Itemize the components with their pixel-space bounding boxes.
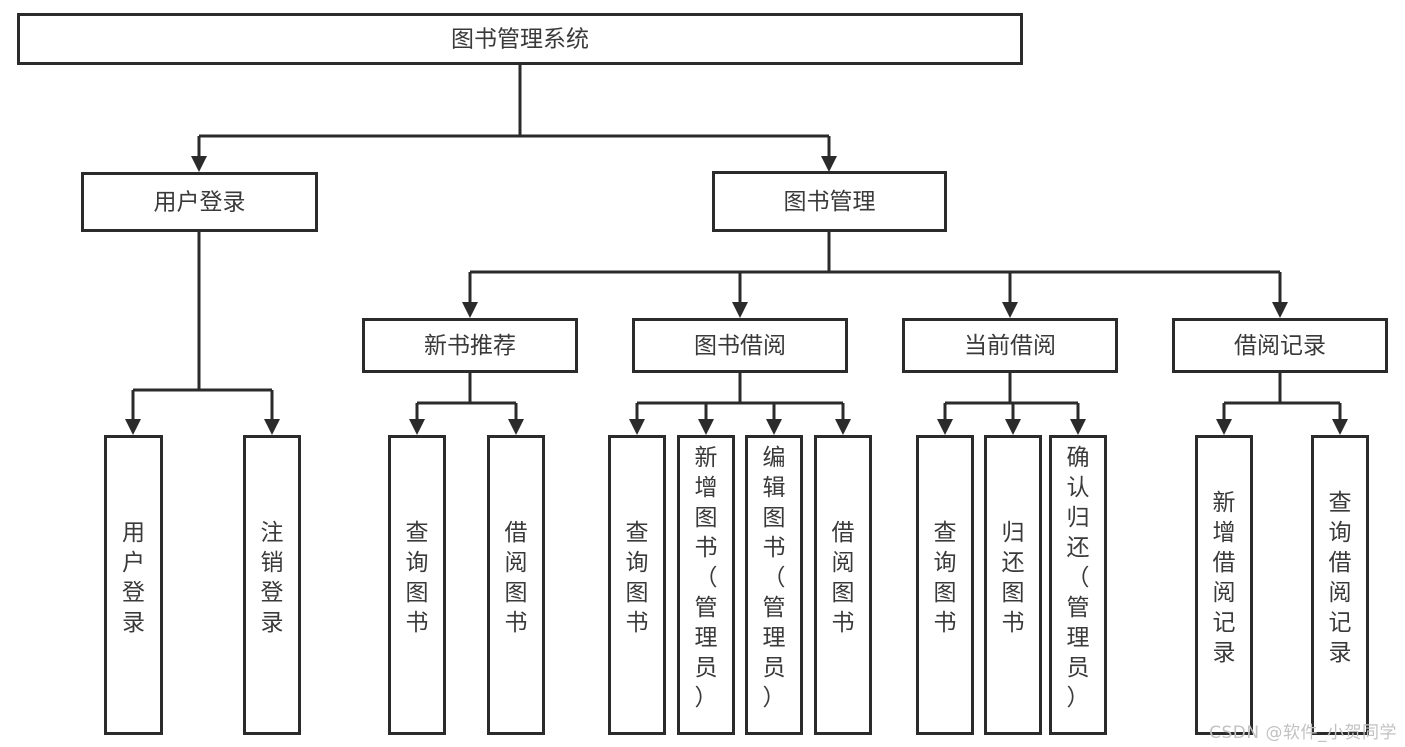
node-label-leaf-borrow-book-bb: 借阅图书 <box>832 520 855 636</box>
node-box-leaf-query-book-bb <box>608 435 666 735</box>
node-box-user-login <box>81 172 318 232</box>
node-leaf-query-borrow-record[interactable]: 查询借阅记录 <box>1311 435 1369 735</box>
node-box-root <box>17 13 1023 65</box>
node-borrow-record[interactable]: 借阅记录 <box>1172 318 1388 373</box>
node-label-book-borrow: 图书借阅 <box>694 333 786 359</box>
node-leaf-query-book-nbr[interactable]: 查询图书 <box>388 435 446 735</box>
node-leaf-edit-book-admin[interactable]: 编辑图书（管理员） <box>745 435 803 735</box>
node-leaf-return-book[interactable]: 归还图书 <box>984 435 1042 735</box>
arrow-head-cb_to_leaves-2 <box>1070 419 1086 435</box>
node-leaf-query-book-cb[interactable]: 查询图书 <box>916 435 974 735</box>
node-box-leaf-edit-book-admin <box>745 435 803 735</box>
node-root[interactable]: 图书管理系统 <box>17 13 1023 65</box>
node-box-leaf-borrow-book-nbr <box>487 435 545 735</box>
node-label-new-book-recommend: 新书推荐 <box>424 333 516 359</box>
arrow-head-nbr_to_leaves-1 <box>508 419 524 435</box>
node-box-book-borrow <box>632 318 848 373</box>
connector-layer <box>125 65 1348 435</box>
node-box-leaf-add-borrow-record <box>1195 435 1253 735</box>
node-box-leaf-add-book-admin <box>677 435 735 735</box>
arrow-head-br_to_leaves-0 <box>1216 419 1232 435</box>
arrow-head-book_mgmt_to_level3-3 <box>1272 302 1288 318</box>
node-label-root: 图书管理系统 <box>451 27 589 53</box>
node-label-leaf-borrow-book-nbr: 借阅图书 <box>505 520 528 636</box>
node-box-leaf-query-book-nbr <box>388 435 446 735</box>
arrow-head-br_to_leaves-1 <box>1332 419 1348 435</box>
node-box-book-management <box>712 171 947 232</box>
arrow-head-cb_to_leaves-0 <box>937 419 953 435</box>
node-label-leaf-return-book: 归还图书 <box>1002 520 1025 636</box>
node-box-leaf-query-borrow-record <box>1311 435 1369 735</box>
node-box-borrow-record <box>1172 318 1388 373</box>
node-box-new-book-recommend <box>362 318 578 373</box>
node-label-leaf-user-login: 用户登录 <box>122 520 145 636</box>
arrow-head-root_to_level2-1 <box>821 156 837 172</box>
node-label-leaf-add-borrow-record: 新增借阅记录 <box>1213 490 1236 666</box>
arrow-head-book_mgmt_to_level3-1 <box>732 302 748 318</box>
node-leaf-add-borrow-record[interactable]: 新增借阅记录 <box>1195 435 1253 735</box>
node-leaf-borrow-book-bb[interactable]: 借阅图书 <box>814 435 872 735</box>
node-leaf-confirm-return-admin[interactable]: 确认归还（管理员） <box>1049 435 1107 735</box>
node-new-book-recommend[interactable]: 新书推荐 <box>362 318 578 373</box>
node-box-leaf-query-book-cb <box>916 435 974 735</box>
arrow-head-bb_to_leaves-1 <box>698 419 714 435</box>
node-book-management[interactable]: 图书管理 <box>712 171 947 232</box>
node-label-leaf-edit-book-admin: 编辑图书（管理员） <box>763 445 786 711</box>
node-current-borrow[interactable]: 当前借阅 <box>902 318 1118 373</box>
node-label-borrow-record: 借阅记录 <box>1234 333 1326 359</box>
node-label-current-borrow: 当前借阅 <box>964 333 1056 359</box>
node-label-leaf-confirm-return-admin: 确认归还（管理员） <box>1067 445 1090 711</box>
node-book-borrow[interactable]: 图书借阅 <box>632 318 848 373</box>
node-box-leaf-return-book <box>984 435 1042 735</box>
node-leaf-add-book-admin[interactable]: 新增图书（管理员） <box>677 435 735 735</box>
node-label-user-login: 用户登录 <box>154 190 246 216</box>
node-label-leaf-query-borrow-record: 查询借阅记录 <box>1329 490 1352 666</box>
node-box-leaf-borrow-book-bb <box>814 435 872 735</box>
arrow-head-user_login_to_leaves-1 <box>264 419 280 435</box>
node-leaf-logout[interactable]: 注销登录 <box>243 435 301 735</box>
arrow-head-bb_to_leaves-0 <box>629 419 645 435</box>
arrow-head-bb_to_leaves-3 <box>835 419 851 435</box>
node-box-current-borrow <box>902 318 1118 373</box>
node-label-leaf-query-book-cb: 查询图书 <box>934 520 957 636</box>
node-layer: 图书管理系统用户登录图书管理新书推荐图书借阅当前借阅借阅记录用户登录注销登录查询… <box>17 13 1388 735</box>
arrow-head-nbr_to_leaves-0 <box>409 419 425 435</box>
node-leaf-query-book-bb[interactable]: 查询图书 <box>608 435 666 735</box>
node-label-leaf-query-book-bb: 查询图书 <box>626 520 649 636</box>
node-leaf-borrow-book-nbr[interactable]: 借阅图书 <box>487 435 545 735</box>
csdn-watermark: CSDN @软件_小贺同学 <box>1209 723 1397 743</box>
arrow-head-user_login_to_leaves-0 <box>125 419 141 435</box>
node-label-leaf-logout: 注销登录 <box>261 520 284 636</box>
node-leaf-user-login[interactable]: 用户登录 <box>104 435 163 735</box>
arrow-head-book_mgmt_to_level3-2 <box>1002 302 1018 318</box>
node-label-book-management: 图书管理 <box>784 189 876 215</box>
arrow-head-root_to_level2-0 <box>191 156 207 172</box>
arrow-head-book_mgmt_to_level3-0 <box>462 302 478 318</box>
arrow-head-bb_to_leaves-2 <box>766 419 782 435</box>
node-box-leaf-logout <box>243 435 301 735</box>
node-box-leaf-user-login <box>104 435 163 735</box>
node-label-leaf-add-book-admin: 新增图书（管理员） <box>695 445 718 711</box>
node-label-leaf-query-book-nbr: 查询图书 <box>406 520 429 636</box>
node-user-login[interactable]: 用户登录 <box>81 172 318 232</box>
arrow-head-cb_to_leaves-1 <box>1005 419 1021 435</box>
node-box-leaf-confirm-return-admin <box>1049 435 1107 735</box>
